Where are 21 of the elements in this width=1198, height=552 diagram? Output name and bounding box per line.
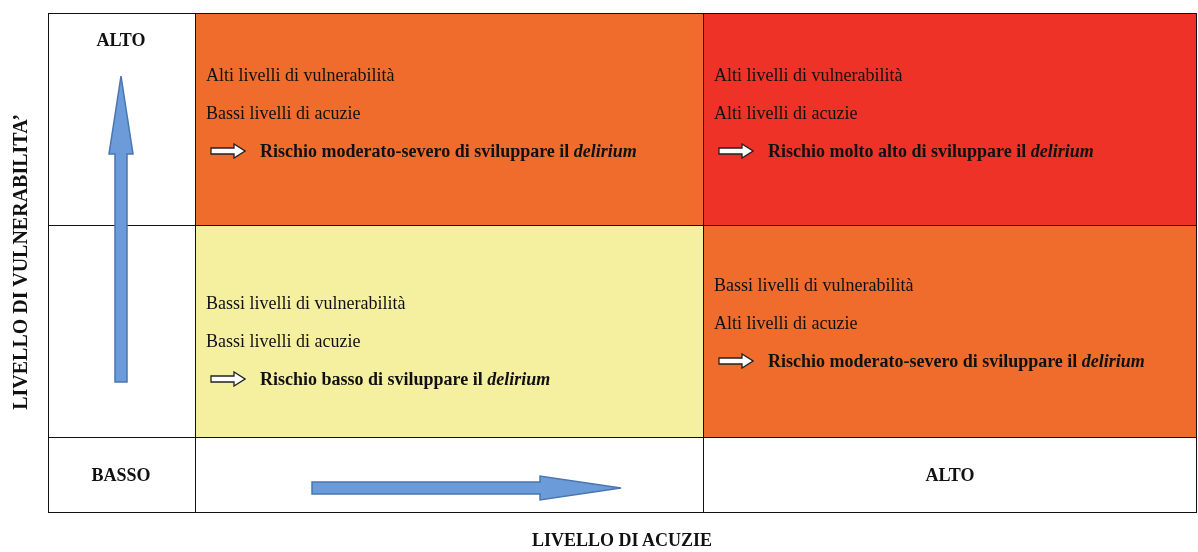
matrix-cell bbox=[703, 225, 1197, 438]
axis-title: LIVELLO DI ACUZIE bbox=[531, 529, 713, 551]
cell-text: Bassi livelli di acuzie bbox=[206, 102, 362, 125]
risk-text: Rischio moderato-severo di sviluppare il delirium bbox=[260, 140, 638, 163]
cell-text: Alti livelli di acuzie bbox=[714, 102, 859, 125]
risk-text: Rischio molto alto di sviluppare il delirium bbox=[768, 140, 1095, 163]
cell-text: Alti livelli di vulnerabilità bbox=[206, 64, 396, 87]
matrix-cell bbox=[195, 13, 704, 226]
matrix-cell bbox=[703, 13, 1197, 226]
risk-text: Rischio basso di sviluppare il delirium bbox=[260, 368, 552, 391]
cell-text: Bassi livelli di vulnerabilità bbox=[206, 292, 407, 315]
cell-text: Alti livelli di acuzie bbox=[714, 312, 859, 335]
axis-label: ALTO bbox=[96, 29, 146, 51]
axis-label: BASSO bbox=[91, 464, 151, 486]
cell-text: Bassi livelli di vulnerabilità bbox=[714, 274, 915, 297]
matrix-cell bbox=[195, 225, 704, 438]
cell-text: Alti livelli di vulnerabilità bbox=[714, 64, 904, 87]
axis-label: ALTO bbox=[925, 464, 975, 486]
cell-text: Bassi livelli di acuzie bbox=[206, 330, 362, 353]
risk-text: Rischio moderato-severo di sviluppare il delirium bbox=[768, 350, 1146, 373]
axis-title: LIVELLO DI VULNERABILITA’ bbox=[8, 114, 32, 410]
